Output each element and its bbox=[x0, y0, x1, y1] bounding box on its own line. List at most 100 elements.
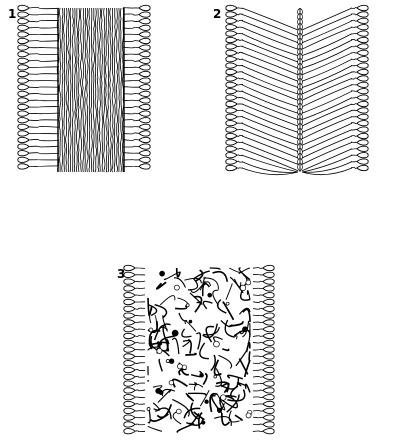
tangled-chain bbox=[239, 358, 247, 373]
tilted-chain bbox=[242, 21, 298, 43]
lipid-head bbox=[226, 44, 237, 49]
lipid-head bbox=[139, 131, 150, 136]
tilted-chain bbox=[242, 53, 298, 75]
lipid-head bbox=[357, 69, 368, 74]
lipid-head bbox=[226, 108, 237, 113]
lipid-head bbox=[18, 137, 29, 142]
tilted-chain bbox=[302, 155, 352, 172]
lipid-head bbox=[263, 340, 274, 345]
chain-kink bbox=[177, 364, 182, 369]
lipid-head bbox=[263, 265, 274, 270]
lipid-head bbox=[124, 422, 135, 427]
lipid-head bbox=[226, 133, 237, 138]
lipid-head bbox=[357, 63, 368, 68]
lipid-head bbox=[226, 153, 237, 158]
lipid-head bbox=[263, 415, 274, 420]
lipid-head bbox=[357, 37, 368, 42]
chain-kink bbox=[214, 341, 220, 347]
lipid-head bbox=[139, 5, 150, 10]
tangled-chain bbox=[194, 297, 202, 313]
lipid-tail bbox=[135, 336, 145, 337]
core-chain bbox=[85, 8, 86, 172]
lipid-head bbox=[226, 12, 237, 17]
chain-kink bbox=[160, 271, 165, 276]
tangled-chain bbox=[162, 389, 175, 396]
tilted-chain bbox=[242, 155, 298, 172]
tilted-chain bbox=[302, 85, 352, 107]
lipid-head bbox=[263, 293, 274, 298]
lipid-tail bbox=[253, 268, 263, 269]
chain-kink bbox=[214, 375, 217, 378]
lipid-head bbox=[226, 76, 237, 81]
chain-kink bbox=[182, 365, 186, 369]
tangled-chain bbox=[247, 291, 250, 300]
lipid-head bbox=[124, 333, 135, 338]
core-chain bbox=[120, 8, 121, 172]
lipid-head bbox=[139, 124, 150, 129]
lipid-head bbox=[357, 146, 368, 151]
lipid-head bbox=[357, 25, 368, 30]
lipid-tail bbox=[29, 7, 59, 8]
chain-kink bbox=[242, 327, 247, 332]
tangled-chain bbox=[200, 343, 209, 359]
tilted-chain bbox=[242, 34, 298, 56]
tangled-chain bbox=[210, 268, 220, 270]
lipid-head bbox=[124, 374, 135, 379]
lipid-tail bbox=[29, 60, 59, 61]
lipid-head bbox=[357, 57, 368, 62]
tilted-chain bbox=[242, 149, 298, 171]
lipid-tail bbox=[29, 54, 59, 55]
lipid-head bbox=[357, 82, 368, 87]
lipid-head bbox=[357, 5, 368, 10]
chain-kink bbox=[169, 381, 173, 385]
tangled-chain bbox=[222, 349, 228, 351]
chain-kink bbox=[149, 328, 153, 332]
lipid-tail bbox=[29, 153, 59, 154]
lipid-tail bbox=[29, 113, 59, 114]
lipid-tail bbox=[135, 376, 145, 377]
lipid-head bbox=[124, 395, 135, 400]
lipid-head bbox=[226, 31, 237, 36]
chain-kink bbox=[166, 359, 169, 362]
core-chain bbox=[78, 8, 79, 172]
lipid-head bbox=[226, 121, 237, 126]
tilted-chain bbox=[302, 136, 352, 158]
lipid-head bbox=[226, 63, 237, 68]
chain-kink bbox=[205, 400, 209, 404]
panel-3-disordered-bilayer bbox=[124, 265, 274, 433]
lipid-head bbox=[124, 408, 135, 413]
lipid-head bbox=[18, 104, 29, 109]
core-chain bbox=[99, 8, 100, 172]
lipid-head bbox=[357, 95, 368, 100]
core-chain bbox=[59, 8, 61, 172]
tilted-chain bbox=[242, 142, 298, 164]
lipid-head bbox=[139, 157, 150, 162]
lipid-tail bbox=[253, 308, 263, 309]
lipid-head bbox=[18, 164, 29, 169]
lipid-head bbox=[263, 429, 274, 434]
lipid-head bbox=[124, 306, 135, 311]
lipid-head bbox=[18, 124, 29, 129]
tilted-chain bbox=[302, 117, 352, 139]
tangled-chain bbox=[173, 379, 188, 387]
tilted-chain bbox=[302, 8, 352, 30]
lipid-head bbox=[263, 395, 274, 400]
lipid-tail bbox=[135, 424, 145, 425]
core-chain bbox=[93, 8, 94, 172]
lipid-head bbox=[124, 320, 135, 325]
core-chain bbox=[97, 8, 98, 172]
lipid-head bbox=[357, 12, 368, 17]
lipid-tail bbox=[29, 93, 59, 94]
tangled-chain bbox=[237, 383, 245, 386]
lipid-head bbox=[18, 71, 29, 76]
lipid-tail bbox=[29, 133, 59, 134]
lipid-head bbox=[226, 165, 237, 170]
lipid-tail bbox=[123, 47, 139, 48]
tangled-chain bbox=[199, 413, 202, 429]
lipid-tail bbox=[253, 322, 263, 323]
lipid-tail bbox=[135, 383, 145, 384]
panel-2-tilted-bilayer bbox=[226, 5, 368, 174]
lipid-head bbox=[18, 38, 29, 43]
lipid-head bbox=[357, 50, 368, 55]
